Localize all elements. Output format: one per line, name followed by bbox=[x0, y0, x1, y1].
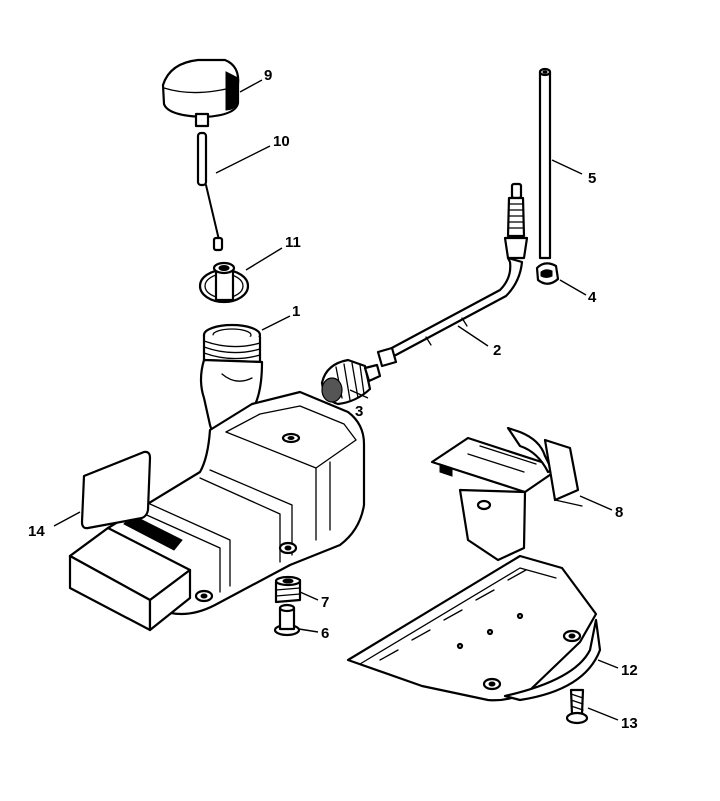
leader-1 bbox=[261, 315, 291, 331]
callout-13: 13 bbox=[621, 715, 638, 732]
retaining-cord bbox=[196, 131, 224, 252]
callout-4: 4 bbox=[588, 289, 597, 306]
grommet bbox=[535, 262, 560, 285]
callouts: 9 10 11 5 4 1 2 3 8 14 7 6 12 13 bbox=[28, 67, 638, 732]
base-plate bbox=[346, 554, 602, 702]
leader-3 bbox=[349, 389, 369, 399]
callout-9: 9 bbox=[264, 67, 272, 84]
leader-2 bbox=[457, 325, 489, 347]
leader-8 bbox=[579, 495, 613, 511]
leader-10 bbox=[215, 145, 271, 174]
fuel-cap bbox=[161, 58, 240, 128]
callout-1: 1 bbox=[292, 303, 300, 320]
strainer bbox=[198, 261, 250, 304]
leader-9 bbox=[239, 79, 263, 93]
leader-lines bbox=[53, 79, 619, 721]
callout-10: 10 bbox=[273, 133, 290, 150]
callout-2: 2 bbox=[493, 342, 501, 359]
callout-6: 6 bbox=[321, 625, 329, 642]
sleeve bbox=[273, 603, 301, 637]
callout-3: 3 bbox=[355, 403, 363, 420]
fuel-hose bbox=[376, 182, 529, 368]
callout-8: 8 bbox=[615, 504, 623, 521]
fuel-tank bbox=[68, 323, 366, 632]
callout-14: 14 bbox=[28, 523, 45, 540]
leader-4 bbox=[559, 279, 587, 296]
leader-13 bbox=[587, 707, 619, 721]
bracket bbox=[430, 426, 583, 562]
spacer bbox=[274, 575, 302, 604]
leader-12 bbox=[597, 659, 619, 669]
leader-6 bbox=[298, 628, 319, 633]
callout-12: 12 bbox=[621, 662, 638, 679]
fuel-filter bbox=[320, 358, 382, 406]
leader-7 bbox=[299, 591, 319, 601]
callout-7: 7 bbox=[321, 594, 329, 611]
screw bbox=[565, 688, 589, 725]
tube bbox=[538, 67, 552, 260]
leader-5 bbox=[551, 159, 583, 175]
label bbox=[80, 450, 152, 530]
leader-14 bbox=[53, 511, 81, 527]
leader-11 bbox=[245, 247, 283, 271]
callout-11: 11 bbox=[285, 234, 301, 251]
callout-5: 5 bbox=[588, 170, 596, 187]
